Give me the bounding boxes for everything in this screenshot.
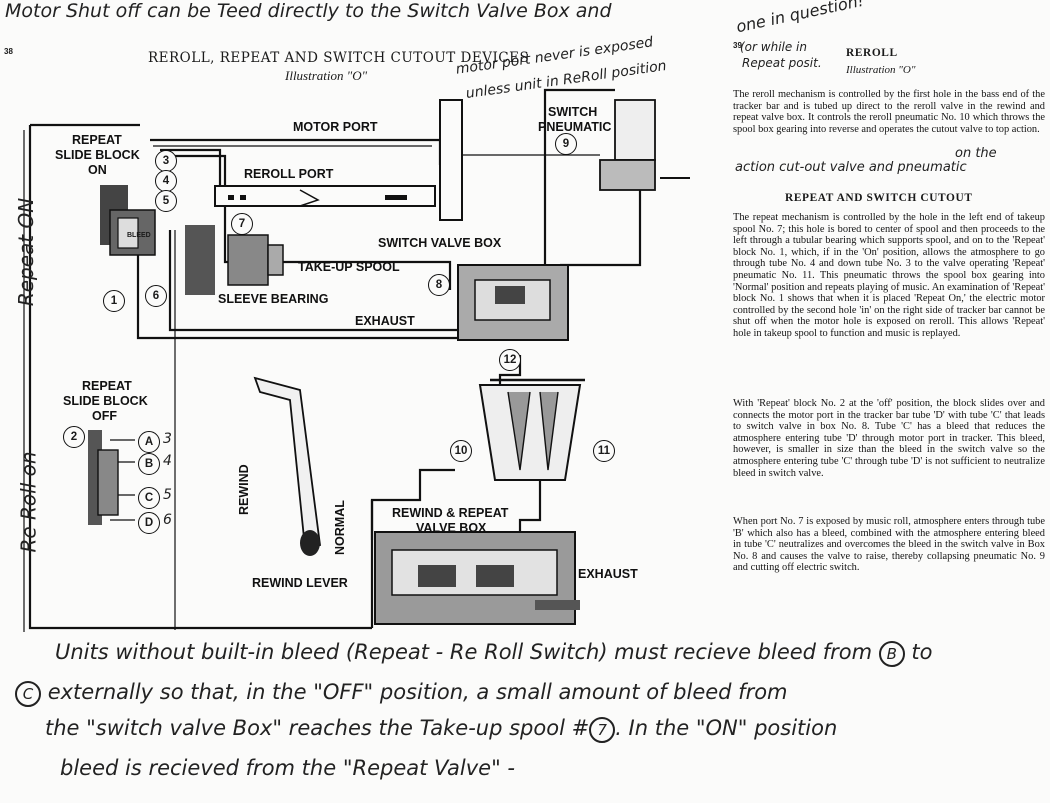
handwritten-or-while-note-2: Repeat posit. (742, 56, 822, 70)
label-reroll-port: REROLL PORT (244, 167, 334, 181)
right-page-subtitle: Illustration "O" (846, 64, 916, 76)
label-exhaust-top: EXHAUST (355, 314, 415, 328)
rewind-lever-drawing (253, 376, 322, 556)
left-page-subtitle: Illustration "O" (285, 68, 368, 83)
label-take-up-spool: TAKE-UP SPOOL (298, 260, 400, 274)
callout-10: 10 (450, 440, 472, 462)
rewind-repeat-valve-box-drawing (374, 531, 580, 625)
switch-valve-box-drawing (457, 264, 569, 341)
para-reroll: The reroll mechanism is controlled by th… (733, 89, 1045, 135)
handwritten-side-reroll-on: Re Roll on (16, 451, 41, 553)
label-rewind-repeat-2: VALVE BOX (416, 521, 487, 535)
take-up-spool-drawing (185, 225, 284, 295)
label-repeat-on-3: ON (88, 163, 107, 177)
handwritten-top-right-note: one in question! (734, 0, 866, 37)
para-repeat: The repeat mechanism is controlled by th… (733, 212, 1045, 339)
bottom-line-1-text: Units without built-in bleed (Repeat - R… (55, 640, 873, 664)
handwritten-reroll-note-2: action cut-out valve and pneumatic (735, 160, 967, 175)
left-page-title: REROLL, REPEAT AND SWITCH CUTOUT DEVICES (148, 50, 530, 66)
callout-4: 4 (155, 170, 177, 192)
callout-1: 1 (103, 290, 125, 312)
callout-6: 6 (145, 285, 167, 307)
callout-8: 8 (428, 274, 450, 296)
callout-5: 5 (155, 190, 177, 212)
bottom-line-3-text: the "switch valve Box" reaches the Take-… (45, 716, 590, 740)
label-switch-pneumatic-2: PNEUMATIC (538, 120, 612, 134)
handwritten-top-note: Motor Shut off can be Teed directly to t… (5, 0, 612, 22)
para-port7: When port No. 7 is exposed by music roll… (733, 516, 1045, 574)
motor-port-post (439, 99, 463, 221)
bottom-line-2-text: externally so that, in the "OFF" positio… (47, 680, 788, 704)
label-repeat-off-1: REPEAT (82, 379, 132, 393)
section-repeat-switch-cutout: REPEAT AND SWITCH CUTOUT (785, 192, 973, 204)
hand-num-6: 6 (163, 512, 172, 528)
repeat-slide-block-on (100, 185, 156, 256)
right-page-number: 39 (733, 41, 742, 50)
mechanism-diagram (23, 88, 690, 632)
label-repeat-on-2: SLIDE BLOCK (55, 148, 140, 162)
bottom-circle-7: 7 (589, 717, 616, 743)
handwritten-bottom-line-2: C externally so that, in the "OFF" posit… (15, 680, 788, 707)
callout-a: A (138, 431, 160, 453)
hand-num-4: 4 (163, 453, 172, 469)
callout-c: C (138, 487, 160, 509)
callout-9: 9 (555, 133, 577, 155)
hand-num-3: 3 (163, 431, 172, 447)
callout-11: 11 (593, 440, 615, 462)
callout-12: 12 (499, 349, 521, 371)
callout-d: D (138, 512, 160, 534)
handwritten-bottom-line-3: the "switch valve Box" reaches the Take-… (45, 716, 837, 743)
left-page-number: 38 (4, 47, 13, 56)
label-rewind-repeat-1: REWIND & REPEAT (392, 506, 509, 520)
repeat-slide-block-off (88, 430, 119, 525)
callout-3: 3 (155, 150, 177, 172)
bottom-circle-c: C (15, 681, 41, 707)
label-bleed: BLEED (127, 232, 151, 239)
tracker-bar (214, 185, 436, 207)
handwritten-bottom-line-4: bleed is recieved from the "Repeat Valve… (60, 756, 515, 780)
label-sleeve-bearing: SLEEVE BEARING (218, 292, 329, 306)
bottom-line-3b-text: . In the "ON" position (615, 716, 838, 740)
handwritten-reroll-note-1: on the (955, 146, 997, 161)
label-repeat-off-2: SLIDE BLOCK (63, 394, 148, 408)
handwritten-side-repeat-on: Repeat ON (14, 197, 39, 307)
label-switch-valve-box: SWITCH VALVE BOX (378, 236, 502, 250)
label-repeat-off-3: OFF (92, 409, 117, 423)
handwritten-or-while-note-1: (or while in (740, 40, 807, 54)
right-page-title: REROLL (846, 47, 898, 59)
callout-2: 2 (63, 426, 85, 448)
para-block2: With 'Repeat' block No. 2 at the 'off' p… (733, 398, 1045, 479)
callout-7: 7 (231, 213, 253, 235)
callout-b: B (138, 453, 160, 475)
label-exhaust-bottom: EXHAUST (578, 567, 638, 581)
label-repeat-on-1: REPEAT (72, 133, 122, 147)
repeat-pneumatic-drawing (478, 378, 585, 481)
label-normal: NORMAL (333, 500, 347, 555)
label-rewind: REWIND (237, 464, 251, 515)
label-rewind-lever: REWIND LEVER (252, 576, 348, 590)
switch-pneumatic-drawing (599, 99, 690, 191)
bottom-circle-b: B (878, 641, 905, 667)
handwritten-bottom-line-1: Units without built-in bleed (Repeat - R… (55, 640, 933, 667)
label-switch-pneumatic-1: SWITCH (548, 105, 598, 119)
hand-num-5: 5 (163, 487, 172, 503)
label-motor-port: MOTOR PORT (293, 120, 378, 134)
bottom-to: to (911, 640, 933, 664)
